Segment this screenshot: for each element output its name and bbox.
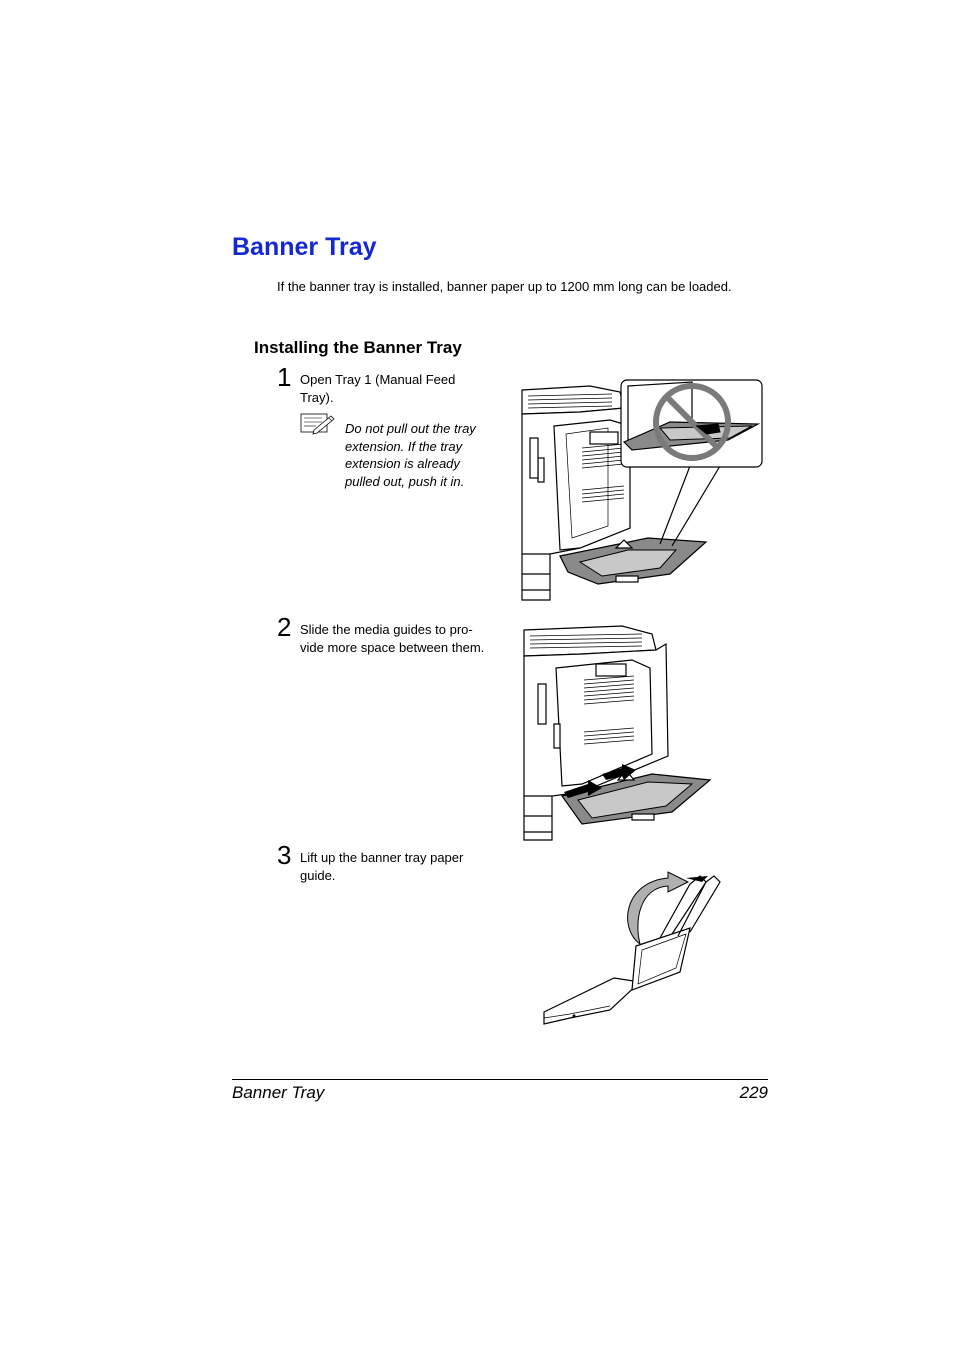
footer-rule — [232, 1079, 768, 1080]
step-1-line-2: Tray). — [300, 389, 334, 405]
step-2-text: Slide the media guides to pro- vide more… — [300, 621, 510, 656]
step-2-line-1: Slide the media guides to pro- — [300, 622, 473, 637]
printer-tray-open-no-extension-icon — [520, 378, 765, 604]
step-3-number: 3 — [277, 840, 292, 870]
printer-slide-media-guides-icon — [522, 624, 714, 844]
page-title: Banner Tray — [232, 233, 377, 261]
note-text: Do not pull out the tray extension. If t… — [345, 420, 505, 490]
note-line-4: pulled out, push it in. — [345, 473, 465, 489]
banner-tray-paper-guide-lift-icon — [540, 868, 724, 1028]
note-pencil-icon — [300, 413, 336, 435]
step-2-line-2: vide more space between them. — [300, 639, 485, 655]
step-1-line-1: Open Tray 1 (Manual Feed — [300, 372, 456, 387]
intro-paragraph: If the banner tray is installed, banner … — [277, 279, 732, 294]
section-heading: Installing the Banner Tray — [254, 338, 462, 357]
step-3-line-1: Lift up the banner tray paper — [300, 850, 464, 865]
note-line-2: extension. If the tray — [345, 438, 463, 454]
footer-section-title: Banner Tray — [232, 1083, 325, 1102]
step-3-text: Lift up the banner tray paper guide. — [300, 849, 500, 884]
step-1-number: 1 — [277, 362, 292, 392]
step-1-text: Open Tray 1 (Manual Feed Tray). — [300, 371, 500, 406]
step-2-number: 2 — [277, 612, 292, 642]
note-line-3: extension is already — [345, 456, 460, 471]
footer-page-number: 229 — [739, 1083, 768, 1102]
note-line-1: Do not pull out the tray — [345, 421, 476, 436]
step-3-line-2: guide. — [300, 867, 336, 883]
